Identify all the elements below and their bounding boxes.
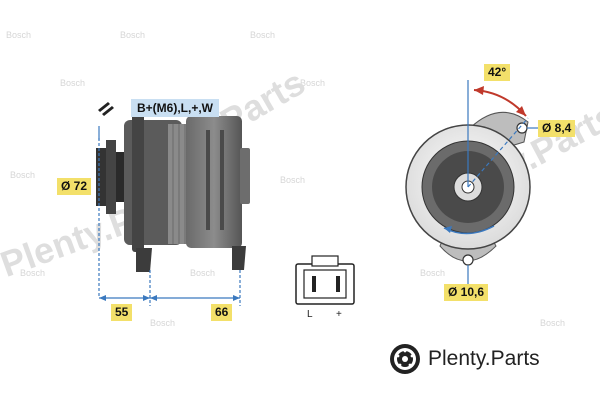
brake-disc-icon: [390, 344, 420, 374]
front-flange: [132, 112, 144, 252]
connector-plug: [295, 255, 355, 305]
connector-pin-plus: [336, 276, 340, 292]
connector-label-plus: +: [336, 309, 342, 320]
pulley-diameter-label: Ø 72: [57, 178, 92, 195]
upper-hole-diameter-label: Ø 8,4: [538, 120, 576, 137]
lower-mount-hole: [462, 254, 474, 266]
angle-indicator: [467, 80, 529, 188]
rear-cover: [240, 148, 250, 204]
pulley-hub: [116, 152, 124, 202]
angle-label: 42°: [484, 64, 511, 81]
hatch-marker-icon: [98, 102, 114, 116]
alternator-side-view: [96, 112, 250, 272]
connector-label-l: L: [307, 309, 313, 320]
mounting-foot: [136, 248, 152, 272]
connector-pin-l: [312, 276, 316, 292]
pulley-disc: [96, 148, 106, 206]
length-front-label: 55: [111, 304, 133, 321]
brand-logo[interactable]: Plenty.Parts: [388, 342, 540, 376]
mounting-foot: [232, 246, 246, 270]
upper-mount-hole: [516, 122, 528, 134]
length-body-label: 66: [211, 304, 233, 321]
lower-hole-diameter-label: Ø 10,6: [444, 284, 489, 301]
brand-name: Plenty.Parts: [428, 347, 540, 370]
pulley-disc: [106, 140, 116, 214]
terminal-label: B+(M6),L,+,W: [131, 99, 220, 117]
dimension-lines-side: [98, 126, 241, 306]
rear-housing: [186, 116, 242, 248]
